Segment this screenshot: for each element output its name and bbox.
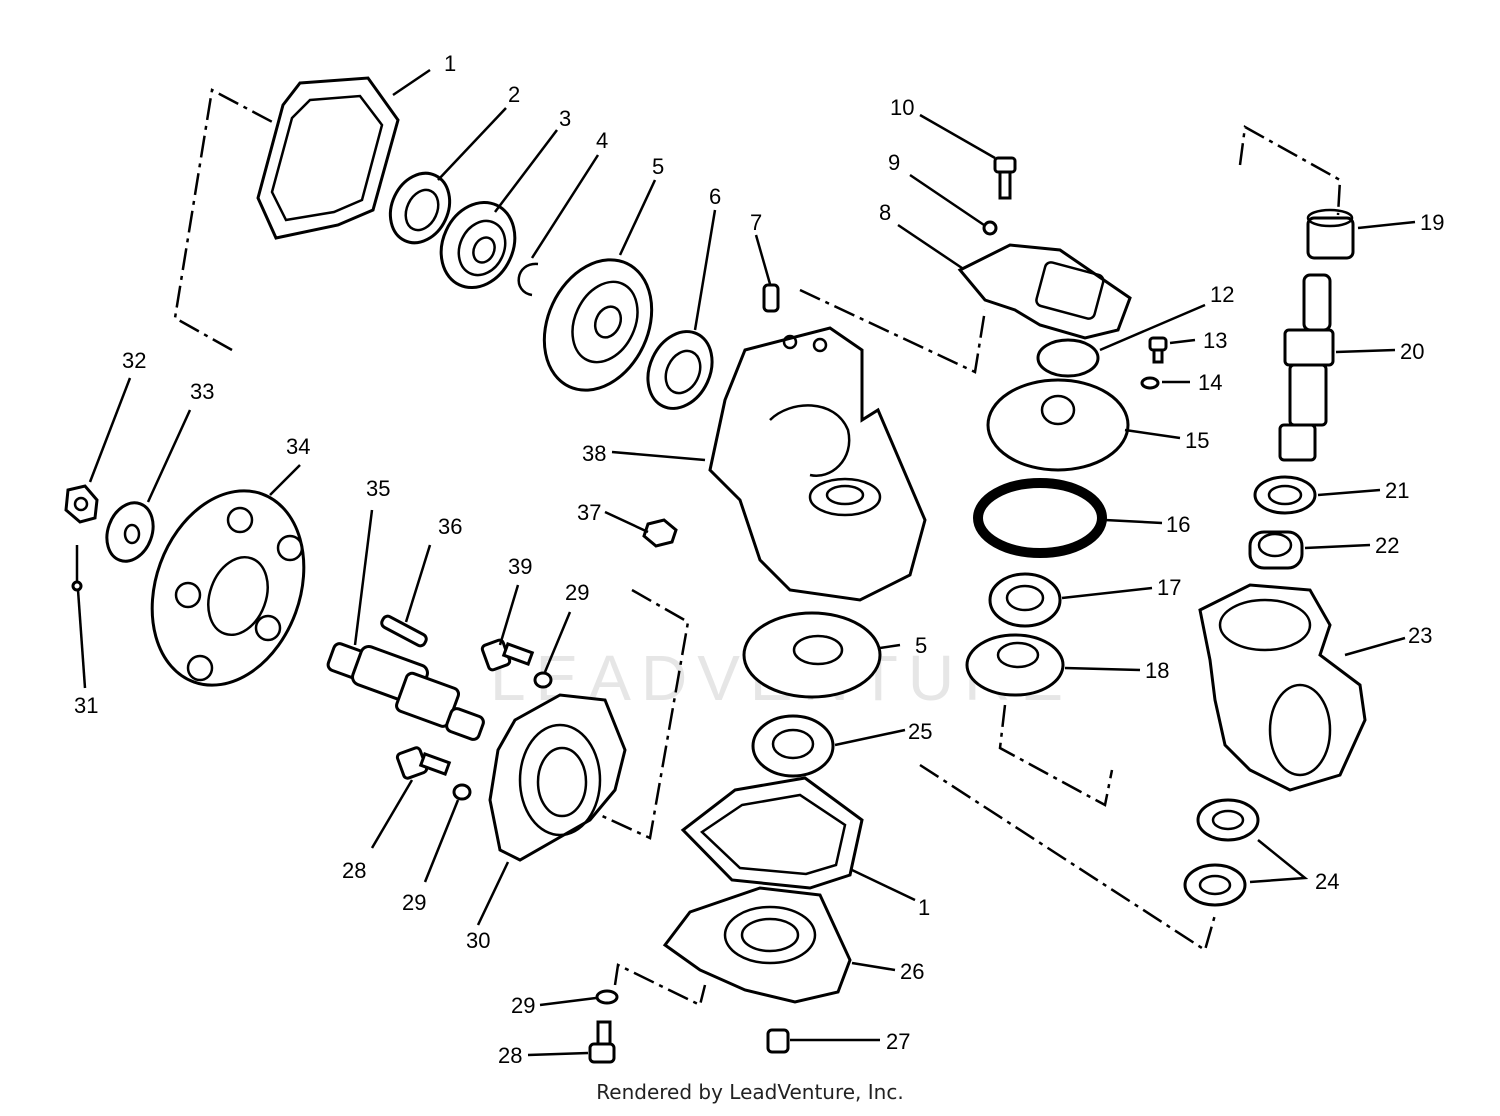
bearing-25 (751, 714, 835, 778)
washer-29-left (452, 783, 472, 801)
bevel-gear-upper (542, 258, 654, 392)
callout-34: 34 (286, 434, 310, 459)
footer-credit: Rendered by LeadVenture, Inc. (596, 1080, 904, 1104)
gasket-top (256, 76, 400, 240)
callout-21: 21 (1385, 478, 1409, 503)
callout-33: 33 (190, 379, 214, 404)
callout-2: 2 (508, 82, 520, 107)
callout-18: 18 (1145, 658, 1169, 683)
callout-20: 20 (1400, 339, 1424, 364)
washer-29-upper (533, 671, 553, 689)
callout-17: 17 (1157, 575, 1181, 600)
bearing-22 (1248, 530, 1304, 570)
callout-4: 4 (596, 128, 608, 153)
callout-15: 15 (1185, 428, 1209, 453)
callout-32: 32 (122, 348, 146, 373)
retaining-clip (517, 262, 539, 297)
screw-10 (993, 156, 1017, 200)
leader-lines (76, 68, 1416, 1057)
callout-37: 37 (577, 500, 601, 525)
callout-28a: 28 (498, 1043, 522, 1068)
callout-35: 35 (366, 476, 390, 501)
bearing-6 (646, 330, 714, 410)
bushing-19 (1306, 208, 1355, 260)
callout-23: 23 (1408, 623, 1432, 648)
callout-30: 30 (466, 928, 490, 953)
callout-5a: 5 (652, 154, 664, 179)
callout-1b: 1 (918, 895, 930, 920)
bolt-39 (480, 638, 535, 672)
callout-14: 14 (1198, 370, 1222, 395)
bearing-upper (439, 200, 517, 290)
callout-39: 39 (508, 554, 532, 579)
bolt-28-left (395, 746, 452, 780)
callout-38: 38 (582, 441, 606, 466)
callout-3: 3 (559, 106, 571, 131)
input-shaft-35 (326, 642, 485, 741)
callout-8: 8 (879, 200, 891, 225)
cotter-pin-31 (71, 545, 83, 592)
callout-26: 26 (900, 959, 924, 984)
bevel-gear-lower (742, 611, 882, 699)
nut-32 (64, 484, 99, 524)
flange-15 (986, 378, 1130, 472)
cover-plate (957, 243, 1132, 340)
key-36 (380, 614, 428, 648)
callout-22: 22 (1375, 533, 1399, 558)
hub-34 (150, 489, 306, 687)
seal-21 (1253, 475, 1317, 515)
callout-16: 16 (1166, 512, 1190, 537)
callout-6: 6 (709, 184, 721, 209)
screw-13 (1148, 336, 1168, 364)
nut-37 (642, 518, 678, 548)
washer-29-lower (595, 989, 619, 1005)
callout-28b: 28 (342, 858, 366, 883)
callout-24: 24 (1315, 869, 1339, 894)
callout-10: 10 (890, 95, 914, 120)
washer-14 (1140, 376, 1160, 390)
bearing-plate-30 (488, 693, 627, 862)
assembly-dashed-lines (173, 88, 1342, 1007)
bearing-17 (988, 572, 1062, 628)
bearing-12 (1036, 338, 1100, 378)
callout-31: 31 (74, 693, 98, 718)
pinion-gear-18 (965, 633, 1065, 697)
output-housing-23 (1198, 583, 1367, 792)
callout-13: 13 (1203, 328, 1227, 353)
callout-27: 27 (886, 1029, 910, 1054)
callout-29c: 29 (565, 580, 589, 605)
callout-labels: 1 2 3 4 5 6 7 8 9 10 12 13 14 15 16 17 1… (74, 51, 1444, 1068)
output-shaft-20 (1278, 273, 1335, 462)
callout-1a: 1 (444, 51, 456, 76)
bolt-28-lower (588, 1020, 616, 1064)
bottom-cover-26 (662, 886, 852, 1004)
callout-9: 9 (888, 150, 900, 175)
callout-7: 7 (750, 210, 762, 235)
plug-27 (766, 1028, 790, 1054)
gasket-lower (680, 776, 864, 890)
bearings-24 (1183, 798, 1260, 907)
callout-36: 36 (438, 514, 462, 539)
callout-19: 19 (1420, 210, 1444, 235)
callout-25: 25 (908, 719, 932, 744)
washer-33 (105, 501, 155, 563)
callout-29b: 29 (402, 890, 426, 915)
seal (388, 171, 452, 245)
gasket-ring-16 (973, 478, 1107, 558)
dowel-pin (762, 283, 780, 313)
gearbox-housing (708, 326, 927, 602)
washer-9 (982, 220, 998, 236)
callout-5b: 5 (915, 633, 927, 658)
callout-12: 12 (1210, 282, 1234, 307)
callout-29a: 29 (511, 993, 535, 1018)
